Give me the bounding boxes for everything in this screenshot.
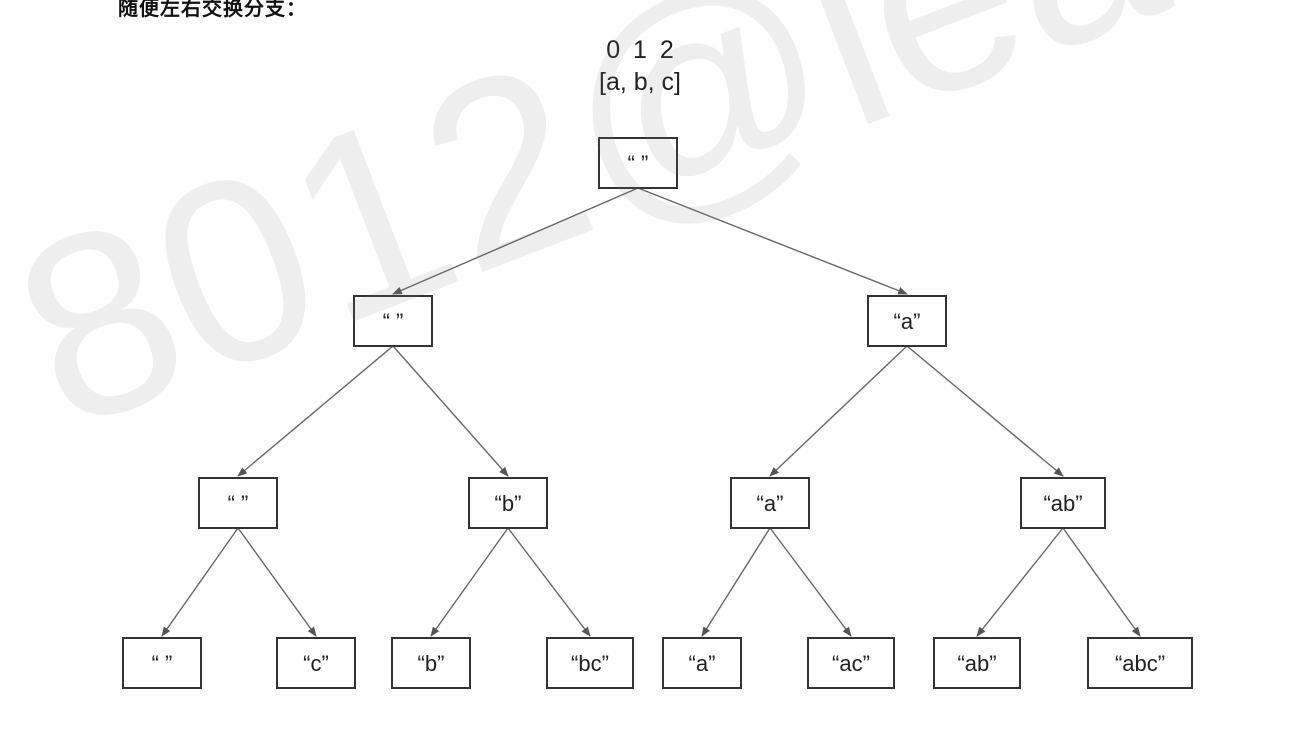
- node-box: [662, 637, 742, 689]
- tree-node-rl: “a”: [730, 477, 810, 529]
- edge-rr-rrr: [1062, 527, 1141, 637]
- node-box: [276, 637, 356, 689]
- tree-node-lrr: “bc”: [546, 637, 634, 689]
- tree-node-ll: “ ”: [198, 477, 278, 529]
- node-label: “c”: [303, 651, 329, 676]
- tree-node-rrr: “abc”: [1087, 637, 1193, 689]
- node-box: [598, 137, 678, 189]
- edge-rr-rrl: [976, 527, 1064, 637]
- edge-r-rl: [769, 345, 908, 477]
- node-label: “a”: [689, 651, 716, 676]
- edge-l-ll: [237, 345, 394, 477]
- node-label: “b”: [418, 651, 445, 676]
- node-label: “ ”: [152, 651, 173, 676]
- node-label: “abc”: [1115, 651, 1165, 676]
- node-label: “a”: [894, 309, 921, 334]
- tree-node-lr: “b”: [468, 477, 548, 529]
- node-box: [546, 637, 634, 689]
- node-box: [198, 477, 278, 529]
- edge-rl-rlr: [769, 527, 852, 637]
- edge-l-lr: [392, 345, 509, 477]
- tree-node-l: “ ”: [353, 295, 433, 347]
- node-label: “a”: [757, 491, 784, 516]
- node-box: [867, 295, 947, 347]
- diagram-heading: 随便左右交换分支：: [118, 0, 307, 20]
- edge-root-l: [392, 187, 639, 295]
- node-box: [353, 295, 433, 347]
- node-box: [730, 477, 810, 529]
- node-box: [122, 637, 202, 689]
- array-indices: 0 1 2: [606, 36, 674, 64]
- node-box: [1087, 637, 1193, 689]
- node-box: [933, 637, 1021, 689]
- node-label: “ ”: [228, 491, 249, 516]
- edges-layer: [161, 187, 1141, 637]
- tree-node-llr: “c”: [276, 637, 356, 689]
- node-box: [468, 477, 548, 529]
- node-box: [391, 637, 471, 689]
- node-label: “ab”: [1043, 491, 1082, 516]
- tree-node-r: “a”: [867, 295, 947, 347]
- node-label: “ ”: [383, 309, 404, 334]
- tree-node-rll: “a”: [662, 637, 742, 689]
- tree-node-lll: “ ”: [122, 637, 202, 689]
- node-label: “bc”: [571, 651, 609, 676]
- tree-node-lrl: “b”: [391, 637, 471, 689]
- node-box: [807, 637, 895, 689]
- edge-ll-llr: [237, 527, 317, 637]
- node-box: [1020, 477, 1106, 529]
- edge-ll-lll: [161, 527, 239, 637]
- node-label: “ ”: [628, 151, 649, 176]
- tree-node-rr: “ab”: [1020, 477, 1106, 529]
- node-label: “ab”: [957, 651, 996, 676]
- edge-lr-lrl: [430, 527, 509, 637]
- edge-rl-rll: [701, 527, 771, 637]
- input-array: [a, b, c]: [599, 68, 681, 96]
- nodes-layer: “ ” “ ” “a” “ ” “b” “a” “ab” “ ” “c” “b” “bc” “a” “a…: [122, 137, 1193, 689]
- tree-node-root: “ ”: [598, 137, 678, 189]
- edge-r-rr: [906, 345, 1064, 477]
- tree-node-rrl: “ab”: [933, 637, 1021, 689]
- edge-lr-lrr: [507, 527, 591, 637]
- node-label: “ac”: [832, 651, 870, 676]
- tree-node-rlr: “ac”: [807, 637, 895, 689]
- node-label: “b”: [495, 491, 522, 516]
- edge-root-r: [637, 187, 908, 295]
